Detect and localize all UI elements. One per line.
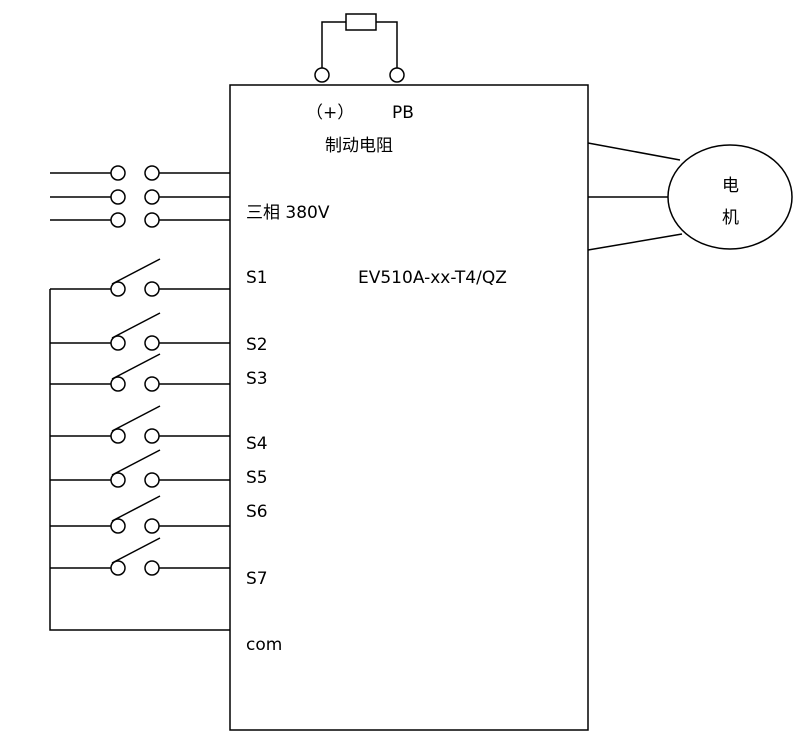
input-switch-s3 xyxy=(50,353,230,392)
input-label-s2: S2 xyxy=(246,335,268,355)
input-switch-s4 xyxy=(50,405,230,444)
common-label: com xyxy=(246,635,282,655)
power-input-lines xyxy=(50,165,230,228)
input-label-s1: S1 xyxy=(246,268,268,288)
brake-resistor-label: 制动电阻 xyxy=(325,136,393,156)
input-label-s3: S3 xyxy=(246,369,268,389)
motor-label-2: 机 xyxy=(722,208,739,228)
input-switch-s6 xyxy=(50,495,230,534)
common-bus xyxy=(49,289,230,631)
input-label-s6: S6 xyxy=(246,502,268,522)
input-switch-s1 xyxy=(50,258,230,297)
pb-terminal xyxy=(389,67,405,83)
input-label-s7: S7 xyxy=(246,569,268,589)
motor-circle xyxy=(667,144,793,250)
power-input-label: 三相 380V xyxy=(246,203,330,223)
input-switch-s2 xyxy=(50,312,230,351)
input-label-s5: S5 xyxy=(246,468,268,488)
input-switch-s7 xyxy=(50,537,230,576)
motor xyxy=(587,142,793,251)
inverter-box xyxy=(229,84,589,731)
inverter-model-label: EV510A-xx-T4/QZ xyxy=(358,268,507,288)
input-switch-s5 xyxy=(50,449,230,488)
brake-resistor xyxy=(314,13,405,83)
pb-terminal-label: PB xyxy=(392,103,414,123)
plus-terminal-label: （+） xyxy=(306,103,354,123)
motor-label-1: 电 xyxy=(722,176,739,196)
input-label-s4: S4 xyxy=(246,434,268,454)
plus-terminal xyxy=(314,67,330,83)
